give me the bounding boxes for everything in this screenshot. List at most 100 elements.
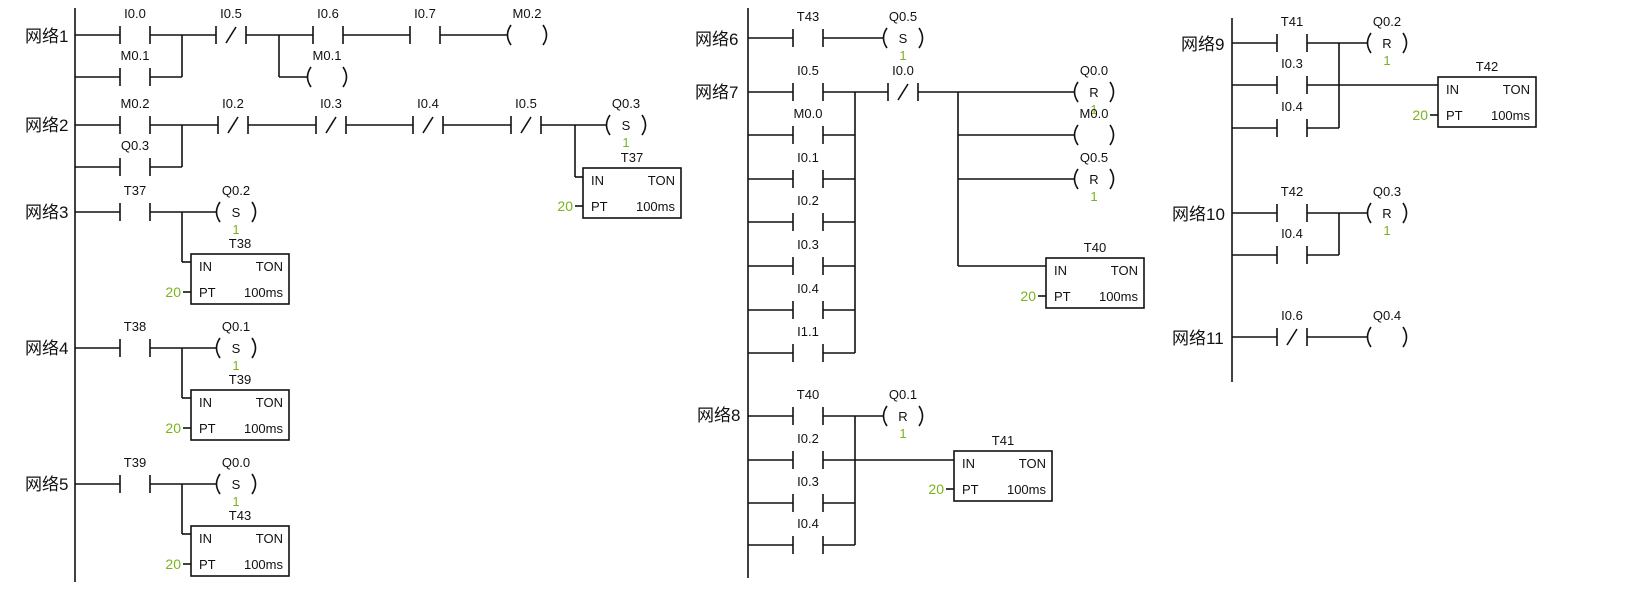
timer-name: T38 — [229, 236, 251, 251]
timer-name: T37 — [621, 150, 643, 165]
timer-name: T39 — [229, 372, 251, 387]
coil-label: Q0.1 — [889, 387, 917, 402]
timer-box — [190, 253, 290, 305]
timer-box — [1437, 76, 1537, 128]
contact-nc — [422, 116, 434, 134]
network-label: 网络2 — [25, 116, 68, 135]
contact-label: I0.4 — [1281, 226, 1303, 241]
contact-label: I0.3 — [797, 237, 819, 252]
contact-label: I0.5 — [797, 63, 819, 78]
network-label: 网络10 — [1172, 205, 1225, 224]
contact-label: M0.2 — [121, 96, 150, 111]
coil — [306, 66, 312, 88]
timer-pt: PT — [1054, 289, 1071, 304]
coil — [1402, 326, 1408, 348]
coil-label: Q0.0 — [222, 455, 250, 470]
timer-in: IN — [1446, 82, 1459, 97]
contact-label: T42 — [1281, 184, 1303, 199]
coil-count: 1 — [1383, 223, 1390, 238]
coil-label: Q0.3 — [1373, 184, 1401, 199]
contact-label: M0.0 — [794, 106, 823, 121]
contact-label: I0.2 — [797, 431, 819, 446]
network-label: 网络9 — [1181, 35, 1224, 54]
coil — [215, 337, 221, 359]
coil-count: 1 — [1090, 102, 1097, 117]
timer-name: T41 — [992, 433, 1014, 448]
contact-label: M0.1 — [121, 48, 150, 63]
contact-nc — [520, 116, 532, 134]
coil-label: Q0.4 — [1373, 308, 1401, 323]
coil-count: 1 — [899, 426, 906, 441]
timer-in: IN — [591, 173, 604, 188]
timer-name: T40 — [1084, 240, 1106, 255]
timer-type: TON — [256, 531, 283, 546]
coil-label: M0.2 — [513, 6, 542, 21]
timer-in: IN — [199, 259, 212, 274]
timer-base: 100ms — [1099, 289, 1139, 304]
contact-label: I0.2 — [222, 96, 244, 111]
contact-label: I0.4 — [797, 281, 819, 296]
coil — [1109, 81, 1115, 103]
coil — [641, 114, 647, 136]
coil-type: S — [232, 205, 241, 220]
timer-pt: PT — [199, 421, 216, 436]
coil — [506, 24, 512, 46]
timer-name: T43 — [229, 508, 251, 523]
coil — [918, 27, 924, 49]
timer-type: TON — [1503, 82, 1530, 97]
coil — [1073, 124, 1079, 146]
coil-label: Q0.2 — [1373, 14, 1401, 29]
timer-in: IN — [962, 456, 975, 471]
coil — [1109, 124, 1115, 146]
timer-preset: 20 — [165, 284, 181, 300]
timer-box — [582, 167, 682, 219]
network-label: 网络8 — [697, 406, 740, 425]
network-label: 网络7 — [695, 83, 738, 102]
coil-label: Q0.1 — [222, 319, 250, 334]
coil-label: Q0.5 — [889, 9, 917, 24]
coil-count: 1 — [622, 135, 629, 150]
contact-label: I0.0 — [892, 63, 914, 78]
coil — [1366, 202, 1372, 224]
coil-count: 1 — [232, 494, 239, 509]
timer-preset: 20 — [1412, 107, 1428, 123]
coil-type: R — [1089, 172, 1098, 187]
contact-label: T41 — [1281, 14, 1303, 29]
timer-box — [190, 525, 290, 577]
coil — [1073, 168, 1079, 190]
timer-name: T42 — [1476, 59, 1498, 74]
timer-in: IN — [1054, 263, 1067, 278]
timer-box — [1045, 257, 1145, 309]
contact-label: I0.4 — [797, 516, 819, 531]
timer-in: IN — [199, 395, 212, 410]
timer-preset: 20 — [165, 556, 181, 572]
coil-label: M0.0 — [1080, 106, 1109, 121]
coil — [1402, 202, 1408, 224]
coil — [215, 201, 221, 223]
timer-in: IN — [199, 531, 212, 546]
network-label: 网络11 — [1172, 329, 1224, 348]
timer-type: TON — [256, 395, 283, 410]
timer-pt: PT — [1446, 108, 1463, 123]
coil-type: R — [1089, 85, 1098, 100]
network-label: 网络5 — [25, 475, 68, 494]
contact-nc — [225, 26, 237, 44]
timer-pt: PT — [591, 199, 608, 214]
contact-label: I0.4 — [1281, 99, 1303, 114]
timer-base: 100ms — [244, 285, 284, 300]
contact-label: I1.1 — [797, 324, 819, 339]
contact-label: I0.6 — [1281, 308, 1303, 323]
coil-type: S — [232, 477, 241, 492]
timer-pt: PT — [199, 285, 216, 300]
coil-label: M0.1 — [313, 48, 342, 63]
timer-preset: 20 — [557, 198, 573, 214]
contact-label: T39 — [124, 455, 146, 470]
contact-label: I0.3 — [320, 96, 342, 111]
contact-nc — [1286, 328, 1298, 346]
coil — [1366, 32, 1372, 54]
timer-pt: PT — [199, 557, 216, 572]
network-label: 网络4 — [25, 339, 68, 358]
coil-label: Q0.5 — [1080, 150, 1108, 165]
contact-label: I0.5 — [220, 6, 242, 21]
